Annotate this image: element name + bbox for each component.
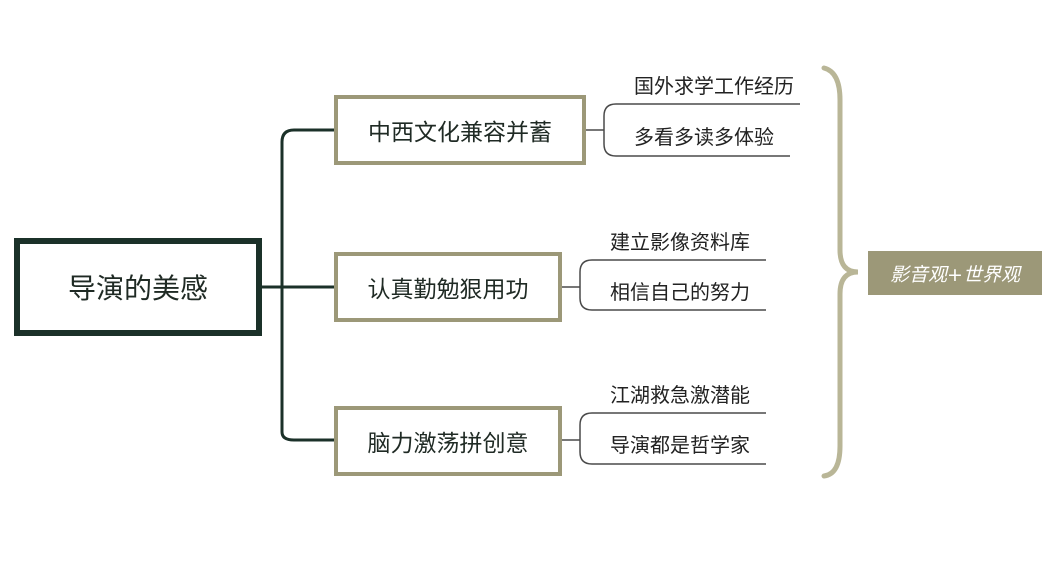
leaf-connector-2 <box>562 259 766 311</box>
root-node: 导演的美感 <box>14 238 262 336</box>
summary-brace <box>821 65 859 479</box>
summary-label: 影音观+世界观 <box>868 251 1042 295</box>
leaf-bracket-1 <box>603 103 800 157</box>
leaf-node-1-1: 国外求学工作经历 <box>634 74 794 98</box>
leaf-node-1-2: 多看多读多体验 <box>634 125 774 149</box>
leaf-node-2-1: 建立影像资料库 <box>610 230 750 254</box>
leaf-node-3-2: 导演都是哲学家 <box>610 433 750 457</box>
leaf-node-3-1: 江湖救急激潜能 <box>610 383 750 407</box>
branch-link-1 <box>280 128 334 442</box>
leaf-connector-1 <box>586 103 800 157</box>
branch-node-culture: 中西文化兼容并蓄 <box>334 95 586 165</box>
leaf-node-2-2: 相信自己的努力 <box>610 280 750 304</box>
leaf-bracket-3 <box>579 412 766 465</box>
leaf-connector-3 <box>562 412 766 465</box>
branch-node-diligence: 认真勤勉狠用功 <box>334 252 562 322</box>
branch-node-creativity: 脑力激荡拼创意 <box>334 406 562 476</box>
leaf-bracket-2 <box>579 259 766 311</box>
root-connector <box>262 128 334 442</box>
